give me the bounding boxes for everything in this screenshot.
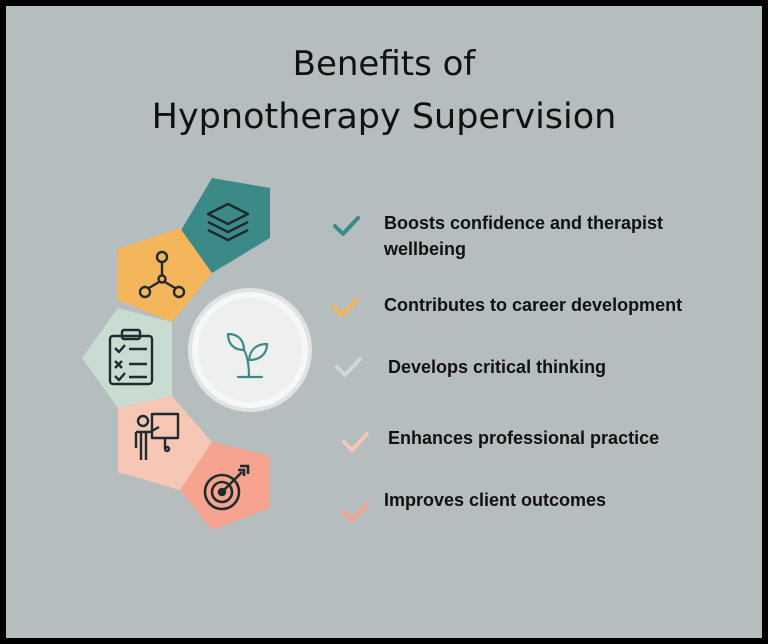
- benefit-item-3: Develops critical thinking: [388, 354, 606, 380]
- center-circle: [188, 288, 312, 412]
- benefit-item-4: Enhances professional practice: [388, 425, 659, 451]
- network-nodes-icon: [138, 250, 186, 299]
- benefit-text: Contributes to career development: [384, 295, 683, 315]
- benefit-item-2: Contributes to career development: [384, 292, 682, 318]
- sprout-icon: [226, 332, 269, 379]
- benefit-text: Enhances professional practice: [388, 428, 660, 448]
- title-line-1: Benefits of: [292, 44, 476, 84]
- segment-network: [118, 228, 212, 322]
- benefit-text: Improves client outcomes: [384, 490, 607, 510]
- presenter-board-icon: [134, 412, 180, 460]
- benefit-text: Develops critical thinking: [388, 357, 607, 377]
- target-arrow-icon: [203, 464, 250, 511]
- segment-layers: [180, 178, 270, 273]
- segment-target: [180, 442, 270, 530]
- check-mark-3: [335, 357, 362, 377]
- checklist-clipboard-icon: [108, 328, 154, 386]
- check-mark-5: [342, 502, 369, 522]
- title-line-2: Hypnotherapy Supervision: [151, 97, 617, 137]
- check-mark-2: [332, 297, 359, 317]
- layers-icon: [206, 202, 250, 242]
- benefit-text: Boosts confidence and therapist: [384, 213, 664, 233]
- benefit-item-1: Boosts confidence and therapist wellbein…: [384, 210, 663, 262]
- benefit-item-5: Improves client outcomes: [384, 487, 606, 513]
- benefit-text-continued: wellbeing: [384, 239, 467, 259]
- segment-checklist: [82, 308, 172, 408]
- check-mark-4: [342, 432, 369, 452]
- check-marks: [332, 216, 369, 522]
- check-mark-1: [333, 216, 360, 236]
